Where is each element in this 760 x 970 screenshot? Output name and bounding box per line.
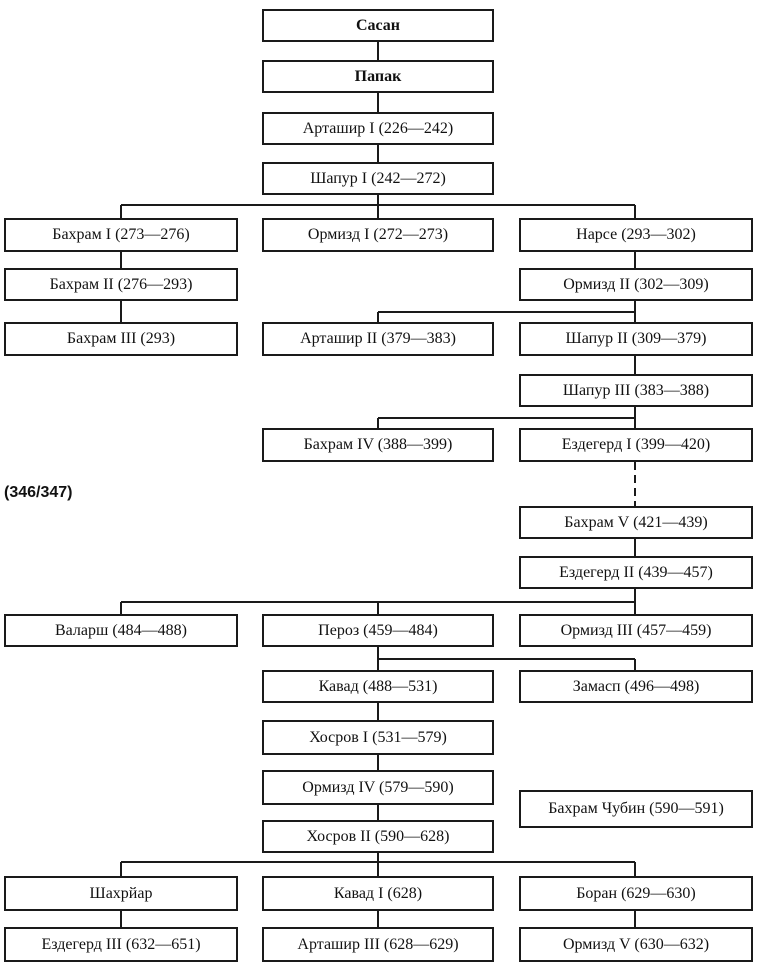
ruler-box-yazdegerd1: Ездегерд I (399—420) xyxy=(519,428,753,462)
ruler-box-peroz: Пероз (459—484) xyxy=(262,614,494,647)
ruler-box-bahram-chobin: Бахрам Чубин (590—591) xyxy=(519,790,753,828)
ruler-box-shapur1: Шапур I (242—272) xyxy=(262,162,494,195)
ruler-box-yazdegerd2: Ездегерд II (439—457) xyxy=(519,556,753,589)
ruler-box-hormizd1: Ормизд I (272—273) xyxy=(262,218,494,252)
ruler-box-kavad1: Кавад I (628) xyxy=(262,876,494,911)
page-reference: (346/347) xyxy=(4,484,73,501)
ruler-box-ardashir1: Арташир I (226—242) xyxy=(262,112,494,145)
ruler-box-bahram2: Бахрам II (276—293) xyxy=(4,268,238,301)
ruler-box-bahram5: Бахрам V (421—439) xyxy=(519,506,753,539)
ruler-box-hormizd2: Ормизд II (302—309) xyxy=(519,268,753,301)
ruler-box-sasan: Сасан xyxy=(262,9,494,42)
ruler-box-bahram3: Бахрам III (293) xyxy=(4,322,238,356)
ruler-box-khosrow1: Хосров I (531—579) xyxy=(262,720,494,755)
ruler-box-hormizd3: Ормизд III (457—459) xyxy=(519,614,753,647)
ruler-box-balash: Валарш (484—488) xyxy=(4,614,238,647)
ruler-box-boran: Боран (629—630) xyxy=(519,876,753,911)
ruler-box-bahram1: Бахрам I (273—276) xyxy=(4,218,238,252)
ruler-box-ardashir3: Арташир III (628—629) xyxy=(262,927,494,962)
ruler-box-yazdegerd3: Ездегерд III (632—651) xyxy=(4,927,238,962)
ruler-box-bahram4: Бахрам IV (388—399) xyxy=(262,428,494,462)
ruler-box-shapur3: Шапур III (383—388) xyxy=(519,374,753,407)
ruler-box-zamasp: Замасп (496—498) xyxy=(519,670,753,703)
ruler-box-shapur2: Шапур II (309—379) xyxy=(519,322,753,356)
ruler-box-narseh: Нарсе (293—302) xyxy=(519,218,753,252)
ruler-box-shahriyar: Шахрйар xyxy=(4,876,238,911)
ruler-box-khosrow2: Хосров II (590—628) xyxy=(262,820,494,853)
ruler-box-ardashir2: Арташир II (379—383) xyxy=(262,322,494,356)
ruler-box-kavad: Кавад (488—531) xyxy=(262,670,494,703)
ruler-box-papak: Папак xyxy=(262,60,494,93)
ruler-box-hormizd4: Ормизд IV (579—590) xyxy=(262,770,494,805)
ruler-box-hormizd5: Ормизд V (630—632) xyxy=(519,927,753,962)
